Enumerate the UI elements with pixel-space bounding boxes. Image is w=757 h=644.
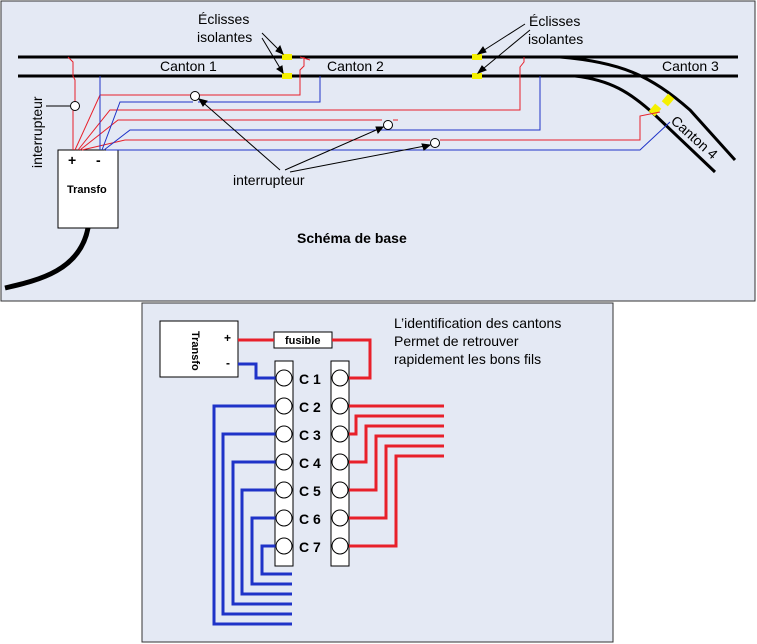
schema-title: Schéma de base: [297, 230, 407, 246]
blue-outgoing-wires: [212, 404, 292, 626]
blue-feed-wire: [238, 362, 276, 380]
top-panel: Canton 1 Canton 2 Canton 3 Canton 4 Écli…: [0, 0, 756, 302]
blue-wire-canton-4: [106, 121, 671, 151]
switch-circle: [190, 91, 200, 101]
terminal-screw: [275, 397, 293, 415]
transformer-top: + - Transfo: [4, 149, 119, 291]
canton-2-label: Canton 2: [327, 58, 384, 74]
terminal-screw: [331, 509, 349, 527]
transfo-box-bottom: [159, 320, 239, 378]
transfo-minus-bottom: -: [226, 356, 230, 370]
terminal-screw: [275, 481, 293, 499]
switch-circle: [70, 101, 80, 111]
terminal-screw: [331, 537, 349, 555]
isolating-joint: [282, 73, 292, 79]
top-panel-background: [0, 0, 756, 302]
switch-circle: [430, 138, 440, 148]
red-wire-canton-3: [77, 57, 525, 151]
eclisses-label-right-line1: Éclisses: [529, 13, 580, 29]
transfo-label: Transfo: [67, 184, 107, 196]
isolating-joint: [282, 54, 292, 60]
terminal-screws: [275, 369, 349, 555]
terminal-screw: [331, 397, 349, 415]
canton-1-label: Canton 1: [160, 58, 217, 74]
note-line-1: L’identification des cantons: [394, 315, 561, 331]
terminal-label-c2: C 2: [299, 399, 321, 415]
note-line-3: rapidement les bons fils: [394, 351, 541, 367]
terminal-label-c4: C 4: [299, 455, 321, 471]
terminal-screw: [275, 537, 293, 555]
red-wire-canton-4: [79, 119, 398, 151]
eclisses-label-left-line1: Éclisses: [198, 11, 249, 27]
fuse-label: fusible: [285, 335, 320, 347]
terminal-label-c3: C 3: [299, 427, 321, 443]
interrupteur-left-label: interrupteur: [29, 96, 45, 168]
red-wire-canton-4b: [81, 111, 661, 151]
branch-rail-upper: [559, 55, 737, 162]
transfo-label-bottom: Transfo: [189, 331, 201, 371]
red-outgoing-wires: [349, 404, 444, 548]
isolating-joint: [661, 93, 675, 107]
terminal-screw: [331, 481, 349, 499]
note-line-2: Permet de retrouver: [394, 333, 519, 349]
terminal-screw: [331, 425, 349, 443]
transfo-minus: -: [96, 152, 101, 168]
eclisses-label-left-line2: isolantes: [197, 29, 252, 45]
interrupteur-pointers: [197, 98, 432, 173]
red-wire-canton-2: [74, 56, 311, 151]
interrupteur-center-label: interrupteur: [233, 172, 305, 188]
transfo-plus-bottom: +: [224, 331, 231, 345]
canton-3-label: Canton 3: [662, 58, 719, 74]
transformer-bottom: Transfo + -: [159, 320, 239, 378]
blue-wire-canton-3: [103, 76, 541, 151]
terminal-screw: [275, 453, 293, 471]
terminal-screw: [331, 453, 349, 471]
joint-pointer-arrows: [261, 23, 531, 75]
switches-top: [70, 91, 440, 148]
terminal-label-c5: C 5: [299, 483, 321, 499]
transfo-plus: +: [68, 152, 76, 168]
terminal-screw: [331, 369, 349, 387]
terminal-screw: [275, 509, 293, 527]
terminal-label-c6: C 6: [299, 511, 321, 527]
isolating-joint: [472, 54, 482, 60]
terminal-screw: [275, 425, 293, 443]
blue-wire-canton-2: [101, 76, 321, 151]
power-cord: [4, 227, 91, 291]
bottom-panel: L’identification des cantons Permet de r…: [141, 302, 614, 643]
blue-wires-top: [99, 76, 671, 151]
terminal-label-c7: C 7: [299, 539, 321, 555]
isolating-joint: [472, 73, 482, 79]
terminal-screw: [275, 369, 293, 387]
switch-circle: [383, 120, 393, 130]
red-wires-top: [67, 56, 661, 151]
main-track: [18, 55, 738, 78]
red-feed-wire: [238, 338, 372, 380]
terminal-label-c1: C 1: [299, 371, 321, 387]
eclisses-label-right-line2: isolantes: [528, 31, 583, 47]
